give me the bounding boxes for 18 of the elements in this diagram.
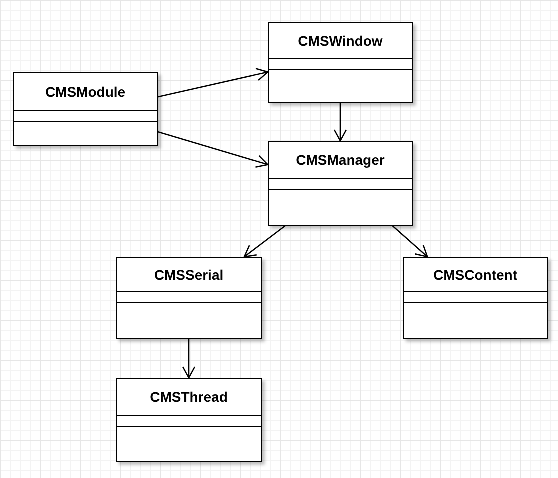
- arrow: [182, 339, 196, 379]
- class-box: [116, 378, 262, 462]
- class-box: [268, 22, 413, 103]
- class-name: CMSManager: [296, 152, 385, 168]
- arrow: [158, 131, 269, 168]
- class-box: [403, 257, 548, 339]
- class-name: CMSContent: [434, 266, 518, 282]
- class-name: CMSWindow: [298, 32, 383, 48]
- arrow: [334, 103, 348, 142]
- arrow: [392, 226, 428, 258]
- class-name: CMSModule: [45, 84, 126, 100]
- arrow: [158, 68, 269, 98]
- class-name: CMSSerial: [154, 266, 224, 282]
- class-box: [116, 257, 262, 339]
- class-box: [268, 141, 413, 226]
- class-name: CMSThread: [150, 389, 228, 405]
- class-box: [13, 72, 158, 146]
- arrow: [244, 225, 286, 258]
